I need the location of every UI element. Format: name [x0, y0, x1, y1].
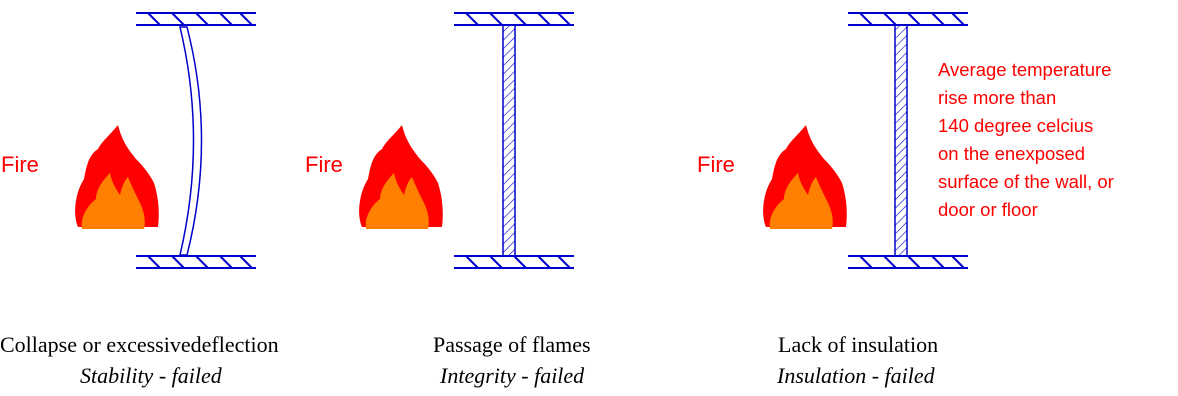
note-line: on the enexposed — [938, 143, 1085, 164]
fire-icon — [75, 125, 159, 229]
fire-icon — [359, 125, 443, 229]
temperature-criterion-note: Average temperature rise more than 140 d… — [938, 59, 1114, 220]
note-line: door or floor — [938, 199, 1038, 220]
note-line: 140 degree celcius — [938, 115, 1093, 136]
bottom-slab — [847, 255, 969, 269]
failure-mode-caption: Lack of insulation — [778, 332, 938, 357]
fire-label: Fire — [305, 152, 343, 177]
note-line: Average temperature — [938, 59, 1111, 80]
note-line: rise more than — [938, 87, 1056, 108]
bottom-slab — [135, 255, 257, 269]
panel-stability: Fire Collapse or excessivedeflection Sta… — [0, 12, 279, 388]
panel-insulation: Fire Average temperature rise more than … — [697, 12, 1114, 388]
failure-mode-caption: Collapse or excessivedeflection — [0, 332, 279, 357]
fire-label: Fire — [1, 152, 39, 177]
top-slab — [135, 12, 257, 26]
top-slab — [453, 12, 575, 26]
fire-icon — [763, 125, 847, 229]
criterion-result: Insulation - failed — [776, 363, 936, 388]
criterion-result: Stability - failed — [80, 363, 223, 388]
note-line: surface of the wall, or — [938, 171, 1114, 192]
deflected-wall — [179, 26, 203, 256]
hatched-wall — [894, 24, 908, 257]
panel-integrity: Fire Passage of flames Integrity - faile… — [305, 12, 591, 388]
failure-mode-caption: Passage of flames — [433, 332, 591, 357]
hatched-wall — [502, 24, 516, 257]
top-slab — [847, 12, 969, 26]
bottom-slab — [453, 255, 575, 269]
fire-label: Fire — [697, 152, 735, 177]
criterion-result: Integrity - failed — [439, 363, 585, 388]
